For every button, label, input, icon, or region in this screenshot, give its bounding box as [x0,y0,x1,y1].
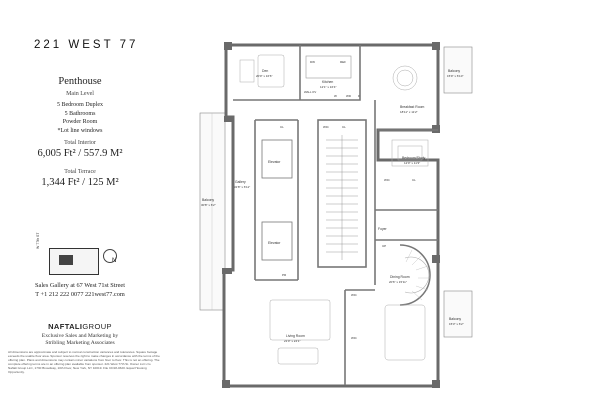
elevator-car-2 [261,221,293,261]
unit-title: Penthouse [58,76,102,87]
kitchen-island [305,55,352,79]
interior-value: 6,005 Ft² / 557.9 M² [37,148,123,159]
room-label-elevator-1: Elevator [268,160,281,164]
developer-suffix: GROUP [82,322,112,331]
room-label-foyer: Foyer [378,227,388,231]
room-label-den: Den [262,69,268,73]
room-label-kitchen: Kitchen [322,80,333,84]
room-dims-bedroom: 12'0" x 11'3" [404,161,420,165]
north-label: N [112,258,117,264]
furniture [239,54,429,365]
closet-label-1: CL [280,125,284,129]
room-dims-living: 21'0" x 24'1" [284,339,300,343]
wic-label-4: WIC [351,336,358,340]
room-dims-balcony-left: 30'8" x 6'2" [201,203,216,207]
developer-name: NAFTALI [48,322,83,331]
unit-level: Main Level [66,91,94,97]
closet-label-2: CL [342,125,346,129]
stair-core [326,135,358,260]
room-dims-gallery: 31'8" x 6'11" [234,185,250,189]
room-label-living: Living Room [286,334,305,338]
room-label-balcony-right: Balcony [449,317,461,321]
balcony-left-outline [199,112,226,311]
room-label-balcony-top: Balcony [448,69,460,73]
feature-item: 5 Bathrooms [64,110,96,117]
room-label-dining: Dining Room [390,275,410,279]
powder-room-label: PR [282,273,287,277]
sales-contact: T +1 212 222 0077 221west77.com [35,291,125,298]
wic-label-3: WIC [351,293,358,297]
elevator-car-1 [261,139,293,179]
balcony-right-outline [443,290,473,338]
stair-up-label: UP [382,244,386,248]
key-plan-unit-marker [59,255,73,265]
compass-icon [103,249,117,263]
room-label-bedroom: Bedroom/Study [402,156,426,160]
marketing-line-2: Stribling Marketing Associates [45,340,115,346]
room-dims-den: 20'0" x 16'6" [256,74,272,78]
room-dims-kitchen: 12'1" x 16'4" [320,85,336,89]
terrace-value: 1,344 Ft² / 125 M² [41,177,119,188]
info-panel: 221 WEST 77 Penthouse Main Level 5 Bedro… [0,0,160,400]
key-plan [49,248,99,275]
kitchen-appliance-f: F [358,94,360,98]
room-label-gallery: Gallery [235,180,246,184]
wall-pilasters [222,42,440,388]
room-dims-breakfast: 18'11" x 11'2" [400,110,418,114]
appliance-dw: DW [310,60,315,64]
room-label-balcony-left: Balcony [202,198,214,202]
wic-label-2: WIC [384,178,391,182]
legal-disclaimer: All dimensions are approximate and subje… [8,350,160,375]
marketing-line-1: Exclusive Sales and Marketing by [41,333,119,339]
wic-label-1: WIC [323,125,330,129]
spiral-stair-treads [405,249,430,301]
feature-list: 5 Bedroom Duplex 5 Bathrooms Powder Room… [0,101,160,135]
room-dims-balcony-top: 15'9" x 6'10" [447,74,463,78]
room-label-breakfast: Breakfast Room [400,105,424,109]
appliance-wall-oven: WALL OV [304,90,316,94]
developer-logo: NAFTALIGROUP [0,322,160,331]
interior-walls [233,45,438,385]
spiral-stair-outer [399,244,431,306]
interior-label: Total Interior [64,140,96,146]
room-dims-dining: 20'6" x 15'11" [389,280,407,284]
terrace-label: Total Terrace [64,169,96,175]
closet-label-3: CL [412,178,416,182]
feature-item: Powder Room [62,119,98,126]
balcony-top-outline [443,46,473,94]
brand-logo: 221 WEST 77 [34,39,139,51]
appliance-ref: REF [340,60,346,64]
room-dims-balcony-right: 15'3" x 6'2" [449,322,464,326]
room-label-elevator-2: Elevator [268,241,281,245]
feature-item: *Lot line windows [57,127,103,134]
exterior-walls [222,43,440,388]
kitchen-appliance-wd: WD [346,94,352,98]
kitchen-appliance-w: W [334,94,337,98]
sales-gallery-address: Sales Gallery at 67 West 71st Street [35,282,125,289]
feature-item: 5 Bedroom Duplex [57,102,103,108]
